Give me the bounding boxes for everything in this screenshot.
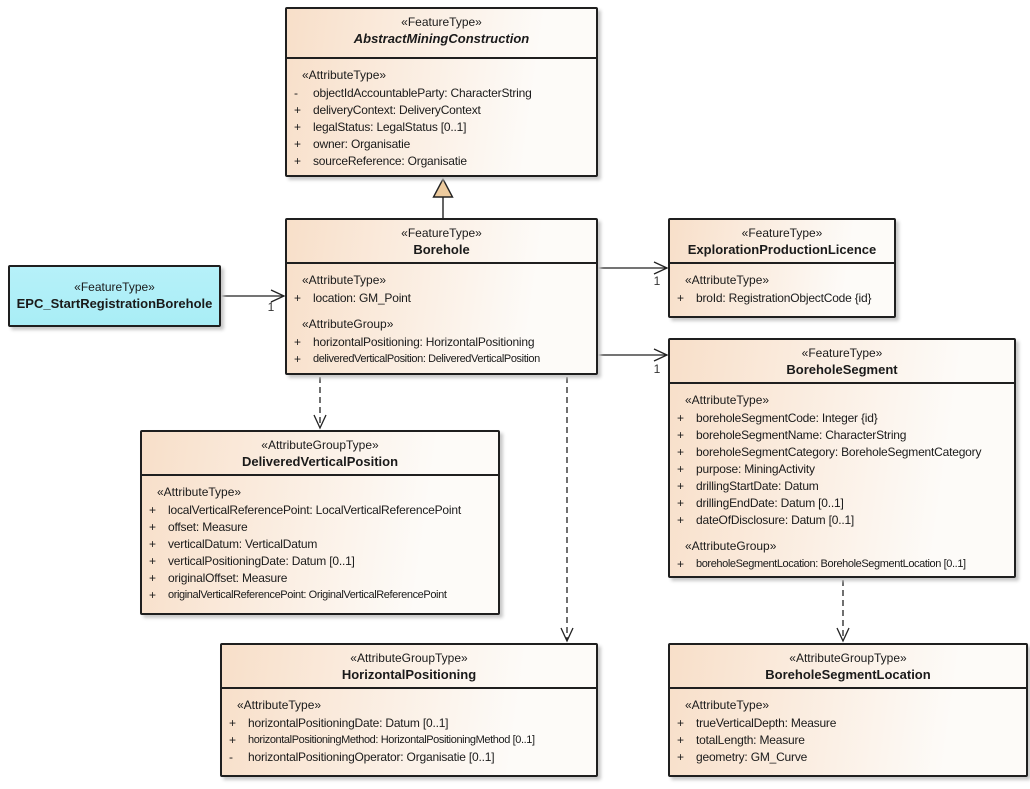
- class-header: «AttributeGroupType» BoreholeSegmentLoca…: [670, 645, 1026, 689]
- stereotype-label: «AttributeGroupType»: [350, 651, 468, 665]
- section-header: «AttributeType»: [237, 698, 322, 712]
- multiplicity-label: 1: [267, 300, 275, 314]
- attribute-row: +boreholeSegmentCategory: BoreholeSegmen…: [677, 445, 982, 459]
- stereotype-label: «FeatureType»: [741, 226, 823, 240]
- class-header: «AttributeGroupType» DeliveredVerticalPo…: [142, 432, 498, 476]
- class-epc-start-registration-borehole[interactable]: «FeatureType» EPC_StartRegistrationBoreh…: [8, 265, 221, 327]
- class-abstract-mining-construction[interactable]: «FeatureType» AbstractMiningConstruction…: [285, 7, 598, 177]
- dependency-arrow-segment-location: [836, 580, 850, 643]
- attribute-row: +originalVerticalReferencePoint: Origina…: [149, 588, 447, 602]
- section-header: «AttributeType»: [685, 698, 770, 712]
- attribute-row: +deliveryContext: DeliveryContext: [294, 103, 481, 117]
- section-header: «AttributeType»: [685, 393, 770, 407]
- stereotype-label: «AttributeGroupType»: [789, 651, 907, 665]
- attributes-compartment: «AttributeType» -objectIdAccountablePart…: [287, 59, 596, 170]
- attribute-row: +drillingEndDate: Datum [0..1]: [677, 496, 844, 510]
- class-header: «AttributeGroupType» HorizontalPositioni…: [222, 645, 596, 689]
- attribute-row: +localVerticalReferencePoint: LocalVerti…: [149, 503, 461, 517]
- section-header: «AttributeType»: [302, 68, 387, 82]
- attribute-row: +verticalDatum: VerticalDatum: [149, 537, 318, 551]
- attribute-row: +offset: Measure: [149, 520, 248, 534]
- association-arrow-borehole-segment: [598, 348, 669, 362]
- attribute-row: +boreholeSegmentLocation: BoreholeSegmen…: [677, 557, 966, 571]
- class-horizontal-positioning[interactable]: «AttributeGroupType» HorizontalPositioni…: [220, 643, 598, 777]
- attribute-row: +boreholeSegmentCode: Integer {id}: [677, 411, 878, 425]
- class-name: Borehole: [413, 242, 470, 257]
- attribute-row: +boreholeSegmentName: CharacterString: [677, 428, 907, 442]
- class-header: «FeatureType» Borehole: [287, 220, 596, 264]
- association-arrow-epc-borehole: [221, 289, 286, 303]
- class-name: EPC_StartRegistrationBorehole: [16, 295, 213, 311]
- stereotype-label: «FeatureType»: [401, 226, 482, 240]
- attributes-compartment: «AttributeType» +horizontalPositioningDa…: [222, 689, 596, 766]
- attribute-row: +originalOffset: Measure: [149, 571, 288, 585]
- attributes-compartment: «AttributeType» +localVerticalReferenceP…: [142, 476, 498, 604]
- attribute-row: +purpose: MiningActivity: [677, 462, 815, 476]
- attribute-row: +verticalPositioningDate: Datum [0..1]: [149, 554, 355, 568]
- stereotype-label: «FeatureType»: [801, 346, 883, 360]
- class-header: «FeatureType» AbstractMiningConstruction: [287, 9, 596, 59]
- section-header: «AttributeGroup»: [302, 317, 394, 331]
- association-arrow-borehole-licence: [598, 261, 669, 275]
- class-borehole[interactable]: «FeatureType» Borehole «AttributeType» +…: [285, 218, 598, 375]
- multiplicity-label: 1: [653, 362, 661, 376]
- section-header: «AttributeType»: [302, 273, 387, 287]
- class-exploration-production-licence[interactable]: «FeatureType» ExplorationProductionLicen…: [668, 218, 896, 318]
- attribute-row: +drillingStartDate: Datum: [677, 479, 819, 493]
- attribute-row: +broId: RegistrationObjectCode {id}: [677, 291, 872, 305]
- attribute-row: +horizontalPositioningDate: Datum [0..1]: [229, 716, 449, 730]
- class-name: BoreholeSegmentLocation: [765, 667, 931, 682]
- stereotype-label: «FeatureType»: [74, 279, 155, 294]
- class-name: DeliveredVerticalPosition: [241, 454, 399, 469]
- attribute-row: +location: GM_Point: [294, 291, 411, 305]
- class-header: «FeatureType» BoreholeSegment: [670, 340, 1014, 384]
- stereotype-label: «FeatureType»: [401, 15, 482, 29]
- attributes-compartment: «AttributeType» +broId: RegistrationObje…: [670, 264, 894, 307]
- dependency-arrow-borehole-hp: [560, 377, 574, 643]
- attribute-row: +horizontalPositioning: HorizontalPositi…: [294, 335, 535, 349]
- attribute-row: +sourceReference: Organisatie: [294, 154, 467, 168]
- class-borehole-segment-location[interactable]: «AttributeGroupType» BoreholeSegmentLoca…: [668, 643, 1028, 777]
- class-name: BoreholeSegment: [786, 362, 898, 377]
- dependency-arrow-borehole-dvp: [313, 377, 327, 430]
- section-header: «AttributeGroup»: [685, 539, 777, 553]
- stereotype-label: «AttributeGroupType»: [261, 438, 379, 452]
- attribute-row: +legalStatus: LegalStatus [0..1]: [294, 120, 467, 134]
- attribute-row: +totalLength: Measure: [677, 733, 805, 747]
- attribute-row: +deliveredVerticalPosition: DeliveredVer…: [294, 352, 540, 366]
- class-name: ExplorationProductionLicence: [687, 242, 877, 257]
- attribute-row: -horizontalPositioningOperator: Organisa…: [229, 750, 495, 764]
- attribute-row: +trueVerticalDepth: Measure: [677, 716, 837, 730]
- generalization-arrow: [432, 177, 454, 218]
- section-header: «AttributeType»: [685, 273, 770, 287]
- attribute-row: +dateOfDisclosure: Datum [0..1]: [677, 513, 855, 527]
- attribute-row: -objectIdAccountableParty: CharacterStri…: [294, 86, 532, 100]
- attribute-row: +geometry: GM_Curve: [677, 750, 808, 764]
- class-delivered-vertical-position[interactable]: «AttributeGroupType» DeliveredVerticalPo…: [140, 430, 500, 615]
- attributes-compartment: «AttributeType» +boreholeSegmentCode: In…: [670, 384, 1014, 573]
- class-name: HorizontalPositioning: [341, 667, 477, 682]
- class-borehole-segment[interactable]: «FeatureType» BoreholeSegment «Attribute…: [668, 338, 1016, 578]
- attribute-row: +owner: Organisatie: [294, 137, 411, 151]
- class-header: «FeatureType» ExplorationProductionLicen…: [670, 220, 894, 264]
- attributes-compartment: «AttributeType» +location: GM_Point «Att…: [287, 264, 596, 368]
- class-name: AbstractMiningConstruction: [353, 31, 530, 46]
- section-header: «AttributeType»: [157, 485, 242, 499]
- attributes-compartment: «AttributeType» +trueVerticalDepth: Meas…: [670, 689, 1026, 766]
- multiplicity-label: 1: [653, 274, 661, 288]
- attribute-row: +horizontalPositioningMethod: Horizontal…: [229, 733, 535, 747]
